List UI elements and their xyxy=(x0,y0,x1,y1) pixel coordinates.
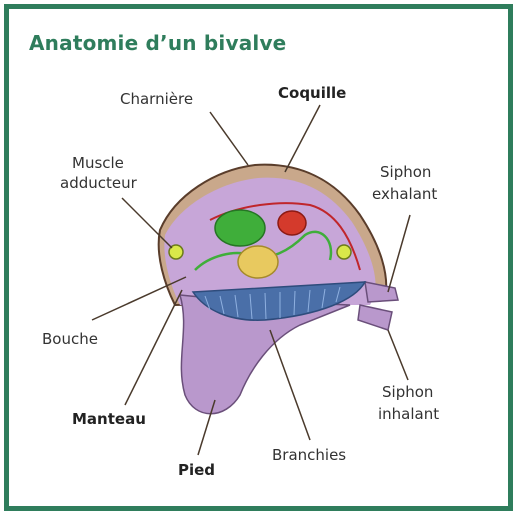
label-muscle-1: Muscle xyxy=(72,154,124,172)
siphon-exhalant xyxy=(365,282,398,302)
gonad xyxy=(238,246,278,278)
label-siphon-inhalant-2: inhalant xyxy=(378,405,439,423)
label-muscle-2: adducteur xyxy=(60,174,138,192)
label-siphon-exhalant-1: Siphon xyxy=(380,163,431,181)
adductor-muscle-posterior xyxy=(337,245,351,259)
siphon-inhalant xyxy=(358,305,392,330)
label-coquille: Coquille xyxy=(278,84,346,102)
label-manteau: Manteau xyxy=(72,410,146,428)
label-siphon-inhalant-1: Siphon xyxy=(382,383,433,401)
label-siphon-exhalant-2: exhalant xyxy=(372,185,437,203)
stomach xyxy=(215,210,265,246)
label-bouche: Bouche xyxy=(42,330,98,348)
heart xyxy=(278,211,306,235)
label-charniere: Charnière xyxy=(120,90,193,108)
label-pied: Pied xyxy=(178,461,215,479)
label-branchies: Branchies xyxy=(272,446,346,464)
